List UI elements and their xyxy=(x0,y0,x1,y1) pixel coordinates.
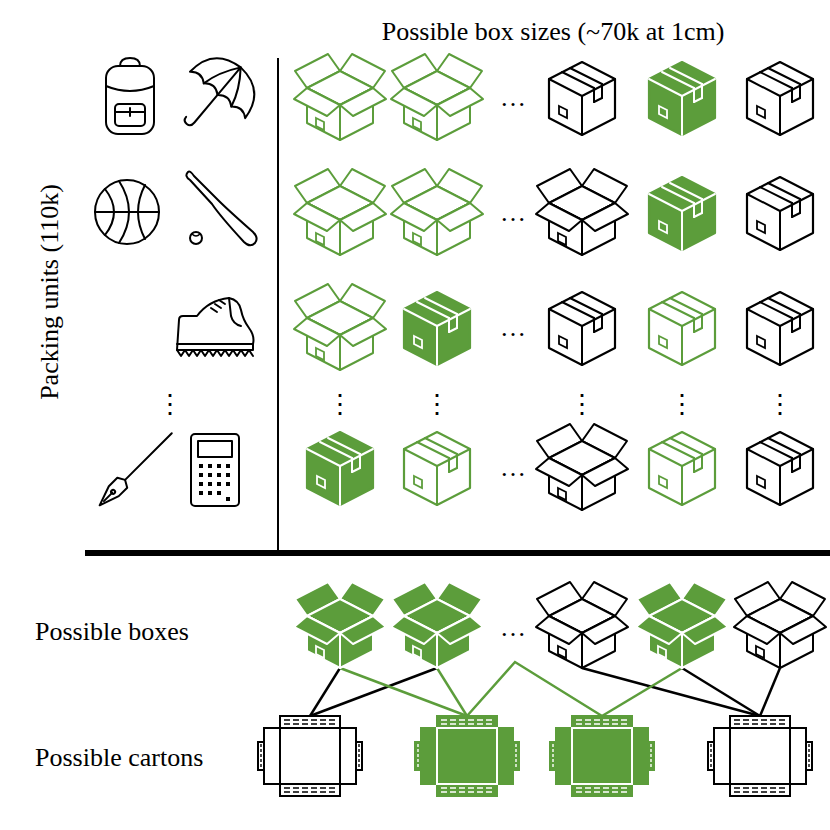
ellipsis: … xyxy=(500,454,526,483)
link-line xyxy=(437,668,467,716)
carton-net xyxy=(415,716,519,796)
box-icon xyxy=(747,292,813,365)
shoe-icon xyxy=(177,298,254,356)
carton-net xyxy=(258,716,362,796)
link-line xyxy=(582,668,760,716)
vertical-ellipsis: ⋮ xyxy=(669,391,695,420)
vertical-ellipsis: ⋮ xyxy=(327,391,353,420)
link-line xyxy=(310,668,340,716)
box-icon xyxy=(536,169,628,255)
box-icon xyxy=(391,54,483,140)
vertical-ellipsis: ⋮ xyxy=(157,391,183,420)
axis-title: Packing units (110k) xyxy=(36,184,65,400)
bat-icon xyxy=(186,172,256,246)
vertical-ellipsis: ⋮ xyxy=(767,391,793,420)
box-icon xyxy=(747,62,813,135)
vertical-ellipsis: ⋮ xyxy=(424,391,450,420)
ellipsis: … xyxy=(500,84,526,113)
link-line xyxy=(340,668,467,716)
umbrella-icon xyxy=(163,44,268,150)
carton-net xyxy=(550,716,654,796)
ellipsis: … xyxy=(500,614,526,643)
box-icon xyxy=(649,292,715,365)
box-icon xyxy=(747,432,813,505)
divider-line xyxy=(277,58,279,551)
link-line xyxy=(682,668,760,716)
box-icon xyxy=(636,582,728,668)
box-icon xyxy=(391,169,483,255)
link-line xyxy=(760,668,780,716)
box-icon xyxy=(307,432,373,505)
box-icon xyxy=(294,54,386,140)
box-icon xyxy=(734,582,826,668)
row-label: Possible cartons xyxy=(35,744,203,773)
box-icon xyxy=(294,169,386,255)
axis-title: Possible box sizes (~70k at 1cm) xyxy=(382,18,725,47)
separator-line xyxy=(85,550,830,556)
ellipsis: … xyxy=(500,199,526,228)
box-icon xyxy=(747,177,813,250)
box-icon xyxy=(649,432,715,505)
row-label: Possible boxes xyxy=(35,618,189,647)
box-icon xyxy=(549,292,615,365)
box-icon xyxy=(536,582,628,668)
box-icon xyxy=(649,177,715,250)
link-line xyxy=(310,668,437,716)
box-icon xyxy=(649,62,715,135)
ellipsis: … xyxy=(500,314,526,343)
box-icon xyxy=(549,62,615,135)
carton-net xyxy=(708,716,812,796)
link-line xyxy=(467,662,602,716)
box-icon xyxy=(404,292,470,365)
calculator-icon xyxy=(191,434,239,506)
backpack-icon xyxy=(106,58,154,134)
box-icon xyxy=(294,284,386,370)
box-icon xyxy=(391,582,483,668)
pen-icon xyxy=(95,428,177,510)
link-line xyxy=(602,668,682,716)
basketball-icon xyxy=(95,180,159,244)
vertical-ellipsis: ⋮ xyxy=(569,391,595,420)
box-icon xyxy=(404,432,470,505)
box-icon xyxy=(294,582,386,668)
box-icon xyxy=(536,424,628,510)
